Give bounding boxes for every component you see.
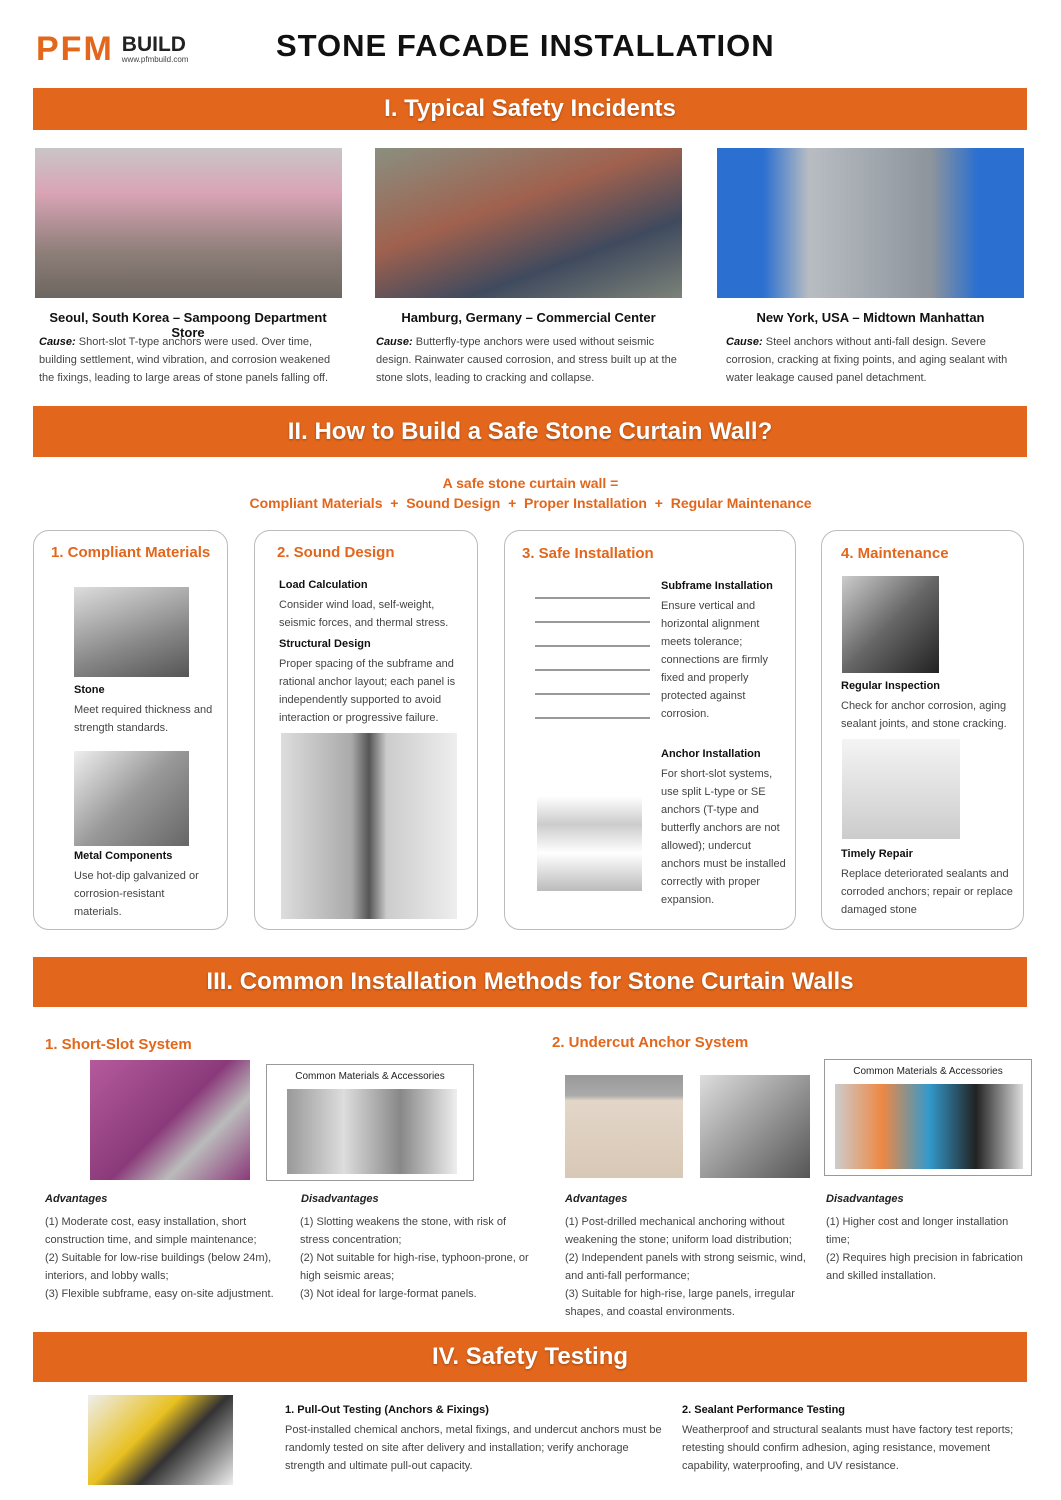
page-title: STONE FACADE INSTALLATION [276,28,775,63]
incident-caption: Seoul, South Korea – Sampoong Department… [49,310,327,340]
accessories-image [835,1084,1023,1169]
card-title: 2. Sound Design [277,544,395,561]
section-3-banner: III. Common Installation Methods for Sto… [33,957,1027,1007]
disadvantages-text: (1) Higher cost and longer installation … [826,1216,1023,1282]
incident-caption: Hamburg, Germany – Commercial Center [401,310,656,325]
card-safe-installation: 3. Safe Installation Subframe Installati… [504,530,796,930]
formula-line-1: A safe stone curtain wall = [442,475,619,491]
incident-photo-hamburg [375,148,682,298]
pull-out-tester-image [88,1395,233,1485]
disadvantages-text: (1) Slotting weakens the stone, with ris… [300,1216,529,1300]
accessories-box: Common Materials & Accessories [266,1064,474,1181]
advantages-text: (1) Moderate cost, easy installation, sh… [45,1216,274,1300]
section-2-banner: II. How to Build a Safe Stone Curtain Wa… [33,406,1027,457]
advantages-label: Advantages [565,1193,628,1205]
section-4-banner: IV. Safety Testing [33,1332,1027,1382]
incident-cause: Cause: Short-slot T-type anchors were us… [39,336,331,384]
test-item: 1. Pull-Out Testing (Anchors & Fixings)P… [285,1404,662,1472]
stone-image [74,587,189,677]
advantages-text: (1) Post-drilled mechanical anchoring wi… [565,1216,806,1318]
disadvantages-label: Disadvantages [301,1193,379,1205]
section-1-banner: I. Typical Safety Incidents [33,88,1027,130]
logo-main: PFM [36,30,114,68]
incident-photo-newyork [717,148,1024,298]
card-title: 4. Maintenance [841,545,949,562]
repair-illustration [842,739,960,839]
card-title: 3. Safe Installation [522,545,654,562]
undercut-frame-image [700,1075,810,1178]
advantages-label: Advantages [45,1193,108,1205]
formula-line-2: Compliant Materials + Sound Design + Pro… [249,495,812,511]
incident-cause: Cause: Butterfly-type anchors were used … [376,336,677,384]
undercut-stone-image [565,1075,683,1178]
incident-caption: New York, USA – Midtown Manhattan [756,310,985,325]
anchor-diagram [537,796,642,891]
accessories-box: Common Materials & Accessories [824,1059,1032,1176]
incident-photo-seoul [35,148,342,298]
logo-build: BUILD [121,33,186,56]
subframe-diagram [535,576,650,741]
logo: PFM BUILD www.pfmbuild.com [36,30,188,69]
incident-cause: Cause: Steel anchors without anti-fall d… [726,336,1008,384]
short-slot-photo [90,1060,250,1180]
system-title: 1. Short-Slot System [45,1036,192,1053]
system-title: 2. Undercut Anchor System [552,1034,749,1051]
card-title: 1. Compliant Materials [51,544,211,561]
metal-components-image [74,751,189,846]
inspection-image [842,576,939,673]
disadvantages-label: Disadvantages [826,1193,904,1205]
structural-design-image [281,733,457,919]
logo-url: www.pfmbuild.com [121,55,189,64]
accessories-image [287,1089,457,1174]
